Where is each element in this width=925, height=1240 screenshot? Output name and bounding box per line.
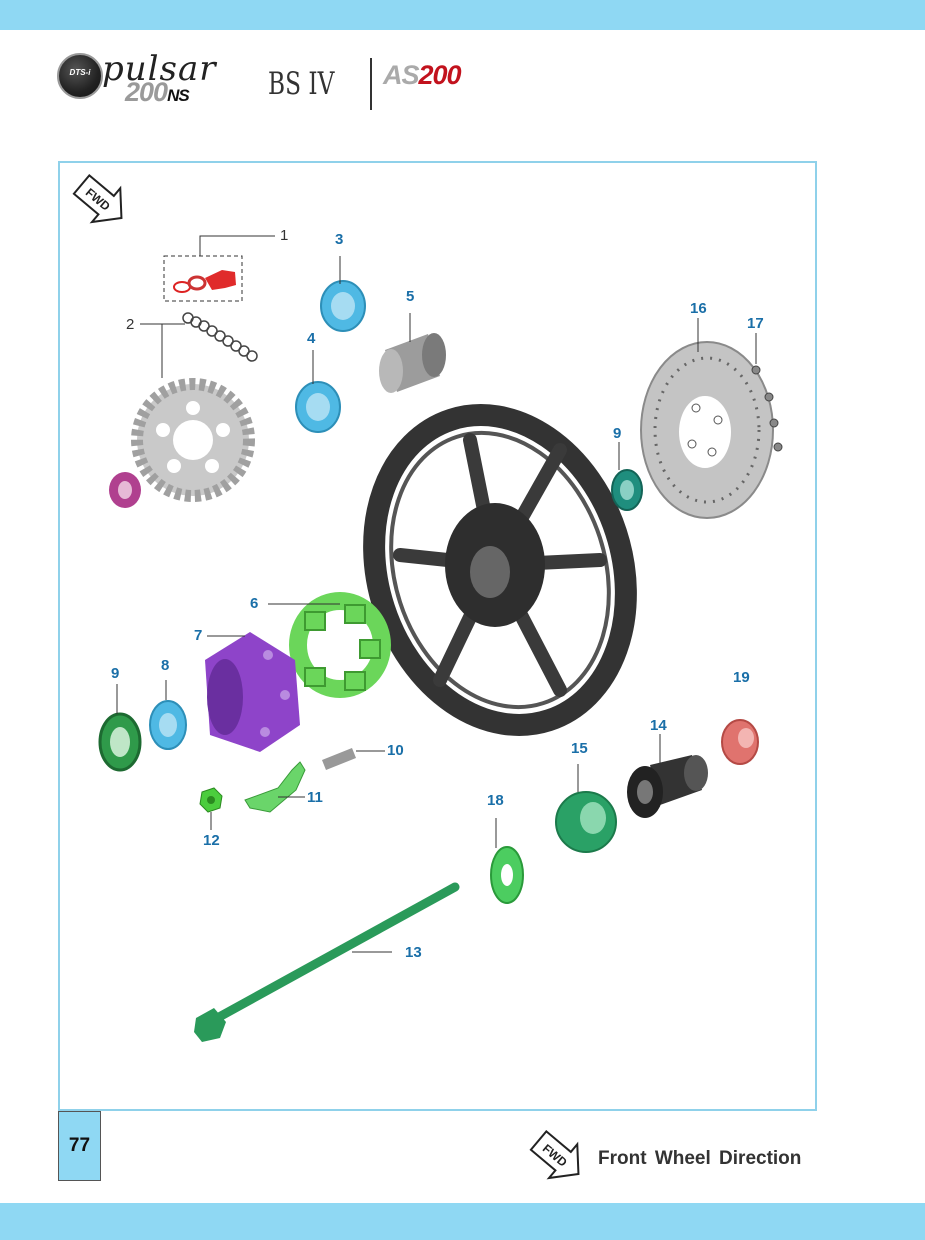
callout-9-lower: 9 [111,665,120,682]
page-number: 77 [58,1111,101,1181]
as-prefix: AS [383,60,420,90]
axle-13 [194,882,460,1042]
drive-chain [182,312,258,362]
callout-19: 19 [733,669,750,686]
callout-3: 3 [335,231,344,248]
sprocket-hub [205,632,300,752]
callout-2: 2 [126,316,135,333]
diagram-frame [58,161,817,1111]
legend-label: Front Wheel Direction [598,1148,802,1169]
callout-15: 15 [571,740,588,757]
callout-8: 8 [161,657,170,674]
as-model-logo: AS200 [383,60,462,91]
callout-12: 12 [203,832,220,849]
rear-sprocket [131,378,255,502]
rear-wheel [363,404,637,736]
callout-7: 7 [194,627,203,644]
callout-4: 4 [307,330,316,347]
brake-disc [640,318,774,519]
pin-10 [322,748,385,770]
fwd-legend-icon: FWD [529,1130,580,1180]
bottom-band [0,1203,925,1240]
callout-17: 17 [747,315,764,332]
as-number: 200 [418,60,462,90]
logo-divider [370,58,372,110]
emission-standard: BS IV [268,66,335,102]
pulsar-script-logo: pulsar [102,49,217,89]
callout-11: 11 [307,789,323,806]
callout-1: 1 [280,227,289,244]
top-band [0,0,925,30]
callout-10: 10 [387,742,404,759]
dtsi-badge-logo: DTS-i [57,53,103,99]
callout-6: 6 [250,595,259,612]
disc-bolts [751,333,783,452]
hub-dampers [289,592,391,698]
model-logo: 200NS [125,77,190,108]
fwd-arrow-icon: FWD [72,173,123,224]
badge-text: DTS-i [69,68,91,77]
callout-5: 5 [406,288,415,305]
model-number: 200 [125,77,168,107]
lock-plate-11 [244,761,306,813]
callout-13: 13 [405,944,422,961]
wheel-spacer-5 [379,313,446,393]
model-suffix: NS [167,86,190,105]
callout-18: 18 [487,792,504,809]
chain-link-box [163,255,243,302]
callout-16: 16 [690,300,707,317]
collar-14 [627,734,708,818]
callout-14: 14 [650,717,667,734]
callout-9-upper: 9 [613,425,622,442]
